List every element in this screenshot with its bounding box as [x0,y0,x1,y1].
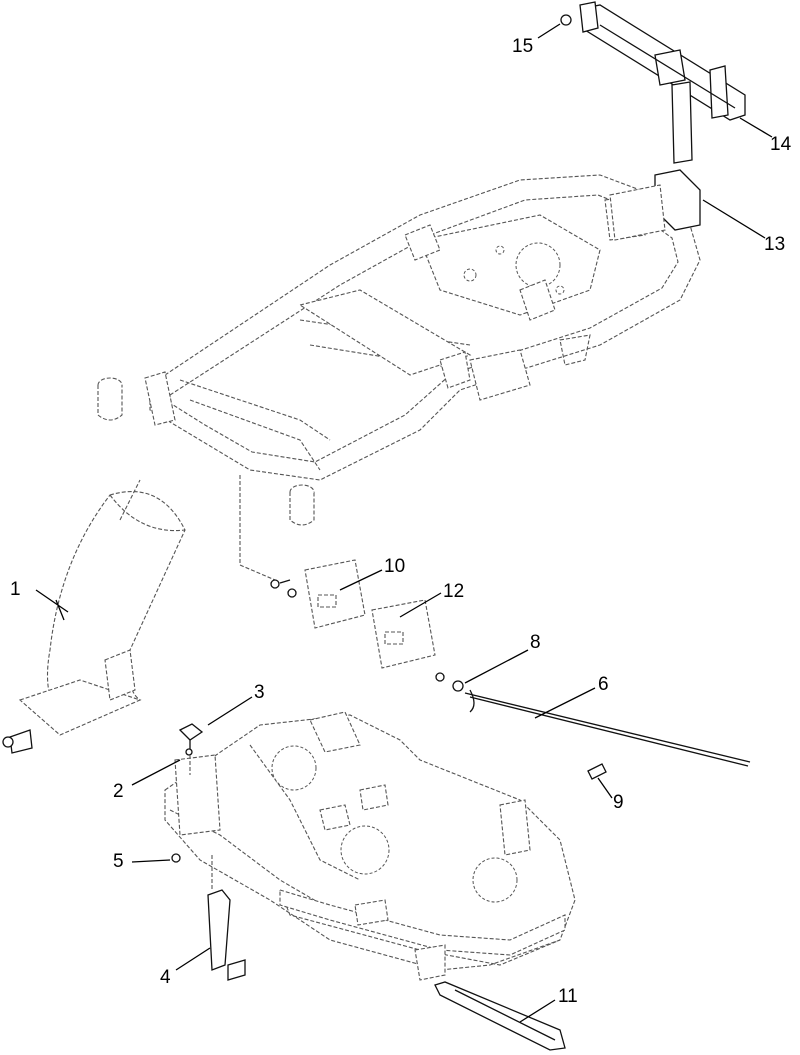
part-2-washer [185,748,193,775]
part-3-knob [178,723,204,752]
part-8-washer [435,672,464,692]
part-13-bracket [609,169,701,241]
part-6-rod [464,689,751,767]
callout-label: 2 [113,781,124,802]
callout-label: 6 [598,674,609,695]
callout-label: 8 [530,632,541,653]
callout-label: 11 [558,986,578,1007]
part-10-plate [270,559,366,629]
callout-label: 10 [384,556,405,577]
callout-13: 13 [702,199,785,255]
assembly-guide-line [239,475,276,581]
callout-8: 8 [464,632,541,684]
part-12-plate [371,599,436,669]
part-1-discharge-chute [2,479,186,754]
part-9-clip [587,763,607,780]
mower-deck [164,711,576,981]
callout-label: 3 [254,682,265,703]
part-5-nut [171,853,181,863]
callout-label: 13 [764,234,785,255]
callout-4: 4 [160,947,211,988]
callout-label: 5 [113,851,124,872]
callout-9: 9 [597,777,624,813]
callout-6: 6 [534,674,609,719]
callout-label: 12 [443,581,464,602]
callout-15: 15 [512,23,561,57]
mower-frame [97,174,701,526]
part-4-baffle [207,855,246,981]
callout-label: 4 [160,967,171,988]
callout-12: 12 [399,581,464,618]
callout-label: 14 [770,134,792,155]
callout-14: 14 [739,117,792,155]
callout-label: 15 [512,36,533,57]
callout-label: 9 [613,792,624,813]
part-11-blade [434,981,566,1051]
callout-3: 3 [207,682,265,726]
callout-2: 2 [113,759,181,802]
callout-10: 10 [339,556,405,591]
callout-5: 5 [113,851,171,872]
callout-11: 11 [519,986,578,1023]
part-15-nut [560,14,572,26]
part-14-hitch-bar [579,1,746,164]
callout-label: 1 [10,579,21,600]
callout-1: 1 [10,579,69,621]
